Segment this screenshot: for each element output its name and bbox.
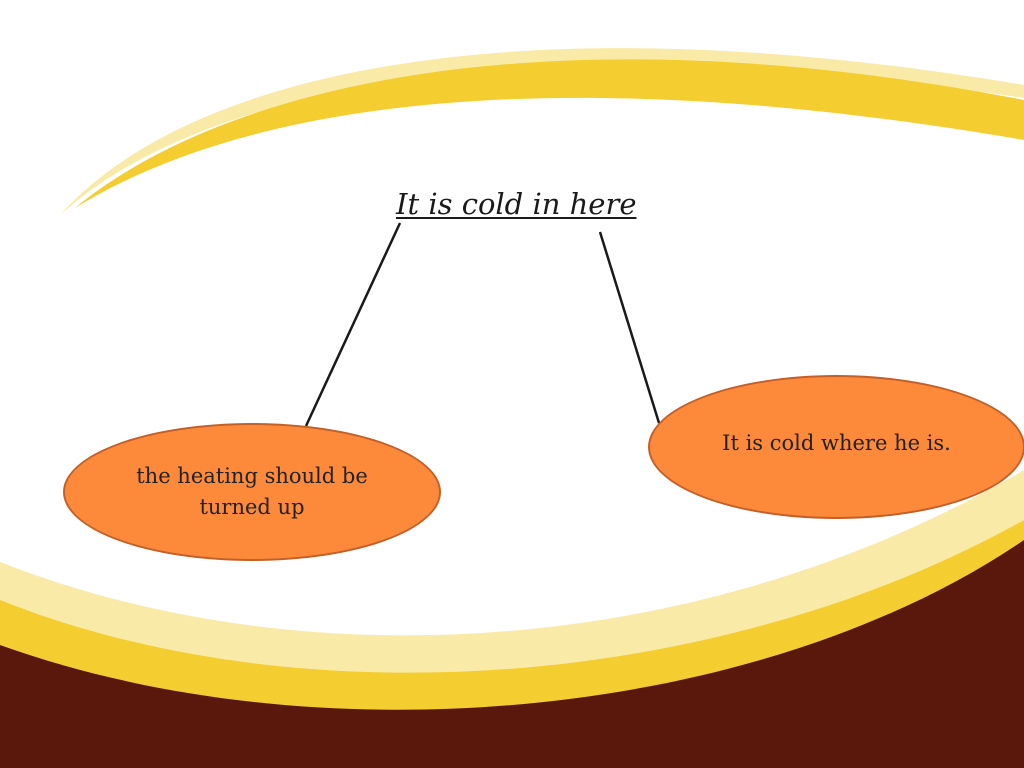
interpretation-bubble-cold-where-he-is: It is cold where he is.	[648, 375, 1024, 519]
interpretation-text: It is cold where he is.	[722, 430, 951, 455]
slide-title: It is cold in here	[396, 187, 637, 221]
interpretation-bubble-heating: the heating should be turned up	[63, 423, 441, 561]
bottom-brown-base	[0, 540, 1024, 768]
top-pale-swoosh	[60, 48, 1024, 215]
top-gold-swoosh	[75, 59, 1024, 208]
interpretation-text: the heating should be turned up	[136, 464, 368, 519]
